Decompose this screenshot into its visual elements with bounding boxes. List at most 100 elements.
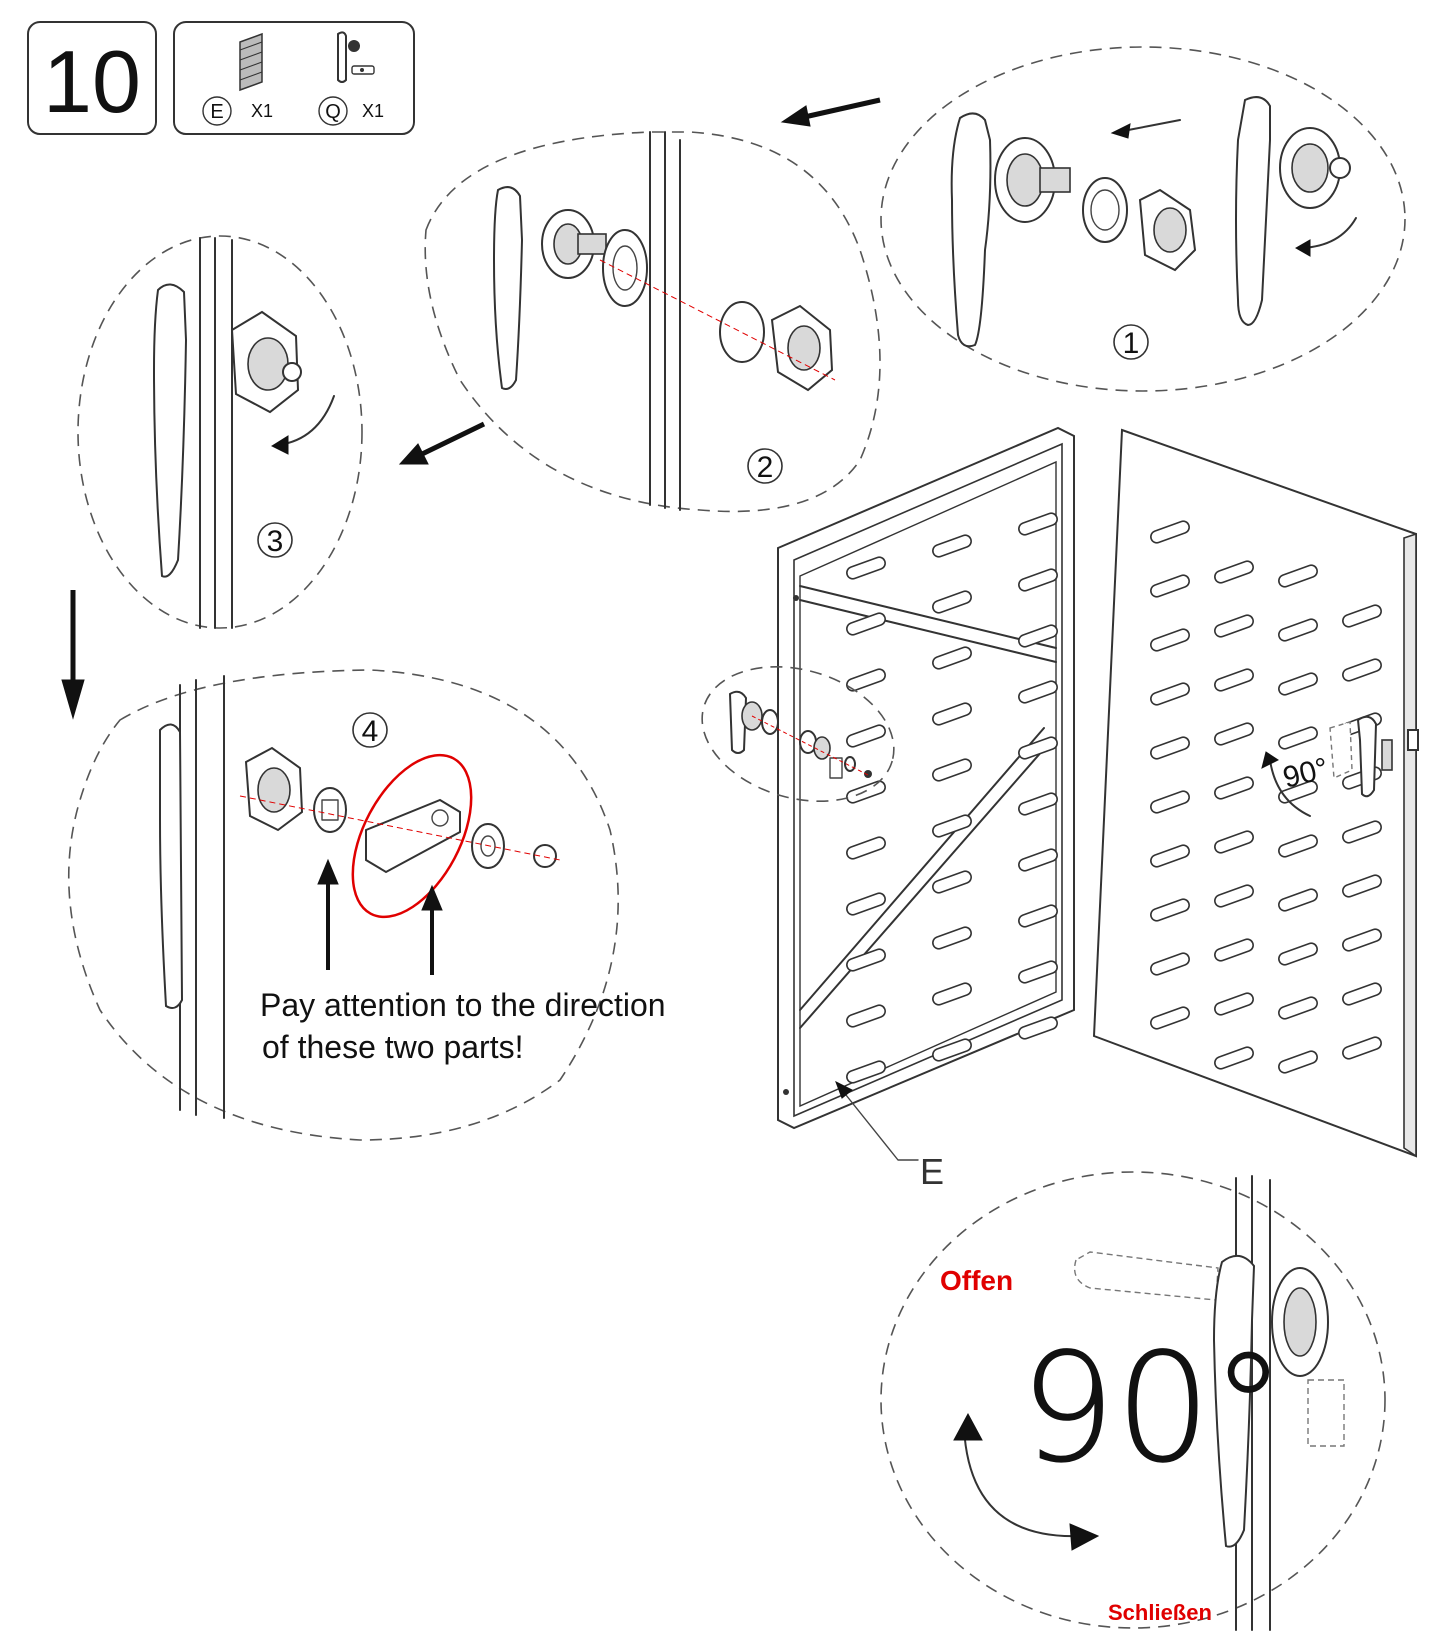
angle-large-label: 90° [1020, 1322, 1286, 1496]
vent-slot [1278, 834, 1318, 858]
vent-slot [1150, 628, 1190, 652]
vent-slot [846, 780, 886, 804]
svg-text:E: E [210, 101, 223, 123]
svg-text:X1: X1 [251, 101, 273, 121]
vent-slot [1278, 726, 1318, 750]
vent-slot [1342, 982, 1382, 1006]
vent-slot [1018, 848, 1058, 872]
step-number-box: 10 [27, 21, 157, 135]
vent-slot [932, 926, 972, 950]
substep-3: 3 [77, 235, 363, 629]
vent-slot [846, 724, 886, 748]
vent-slot [1278, 996, 1318, 1020]
vent-slot [1278, 618, 1318, 642]
vent-slot [1342, 1036, 1382, 1060]
arrow-step1-to-2 [780, 97, 881, 127]
vent-slot [1278, 888, 1318, 912]
svg-text:1: 1 [1123, 327, 1140, 360]
vent-slot [1342, 658, 1382, 682]
vent-slot [1342, 874, 1382, 898]
vent-slot [1278, 564, 1318, 588]
svg-text:X1: X1 [362, 101, 384, 121]
vent-slot [1150, 790, 1190, 814]
panel-e-callout: E [835, 1080, 944, 1192]
red-highlight-ellipse [351, 753, 473, 919]
vent-slot [1342, 928, 1382, 952]
vent-slot [1342, 604, 1382, 628]
vent-slot [846, 668, 886, 692]
vent-slot [1278, 942, 1318, 966]
lock-exploded-detail [701, 666, 895, 802]
arrow-step2-to-3 [398, 421, 486, 465]
vent-slot [1214, 668, 1254, 692]
svg-text:Q: Q [325, 101, 341, 123]
vent-slot [1214, 614, 1254, 638]
vent-slot [932, 702, 972, 726]
parts-box: E X1 Q X1 [173, 21, 415, 135]
panel-icon [239, 32, 263, 92]
vent-slot [1150, 736, 1190, 760]
vent-slot [1150, 1006, 1190, 1030]
vent-slot [846, 556, 886, 580]
vent-slot [932, 982, 972, 1006]
vent-slot [846, 836, 886, 860]
arrow-step3-to-4 [61, 590, 85, 720]
vent-slot [1214, 776, 1254, 800]
vent-slot [1342, 820, 1382, 844]
vent-slot [932, 1038, 972, 1062]
vent-slot [1214, 938, 1254, 962]
note-line-1: Pay attention to the direction [260, 987, 666, 1023]
cabinet-door-right: 90° [1092, 428, 1419, 1158]
note-line-2: of these two parts! [262, 1029, 523, 1065]
vent-slot [932, 814, 972, 838]
vent-slot [932, 590, 972, 614]
substep-2: 2 [424, 131, 881, 513]
vent-slot [1018, 1016, 1058, 1040]
vent-slot [932, 646, 972, 670]
svg-text:2: 2 [757, 451, 774, 484]
open-label: Offen [940, 1265, 1013, 1296]
close-label: Schließen [1108, 1600, 1212, 1625]
substep-1: 1 [880, 46, 1406, 392]
vent-slot [1018, 960, 1058, 984]
vent-slot [932, 758, 972, 782]
panel-e-label: E [920, 1151, 944, 1192]
vent-slot [1214, 560, 1254, 584]
vent-slot [1150, 520, 1190, 544]
vent-slot [1278, 1050, 1318, 1074]
vent-slot [846, 948, 886, 972]
vent-slot [1150, 952, 1190, 976]
vent-slot [846, 612, 886, 636]
vent-slot [846, 892, 886, 916]
vent-slot [1214, 830, 1254, 854]
vent-slot [1150, 682, 1190, 706]
step-number: 10 [43, 32, 141, 131]
cabinet-door-left [777, 426, 1075, 1130]
vent-slot [932, 534, 972, 558]
vent-slot [1278, 672, 1318, 696]
vent-slot [1214, 884, 1254, 908]
vent-slot [1150, 898, 1190, 922]
vent-slot [1150, 574, 1190, 598]
vent-slot [1018, 680, 1058, 704]
svg-text:4: 4 [362, 715, 379, 748]
vent-slot [1214, 992, 1254, 1016]
substep-4: 4 Pay attention to the direction of thes… [68, 669, 666, 1141]
vent-slot [1278, 780, 1318, 804]
vent-slot [1018, 904, 1058, 928]
vent-slot [1018, 792, 1058, 816]
vent-slot [1018, 512, 1058, 536]
part-e-label: E X1 [202, 96, 273, 126]
svg-text:3: 3 [267, 525, 284, 558]
vent-slot [1214, 1046, 1254, 1070]
handle-lock-icon [337, 31, 375, 83]
vent-slot [846, 1004, 886, 1028]
rotation-detail: 90° Offen Schließen [880, 1171, 1386, 1631]
part-q-label: Q X1 [318, 96, 384, 126]
vent-slot [1018, 624, 1058, 648]
vent-slot [1018, 568, 1058, 592]
vent-slot [932, 870, 972, 894]
vent-slot [846, 1060, 886, 1084]
vent-slot [1150, 844, 1190, 868]
